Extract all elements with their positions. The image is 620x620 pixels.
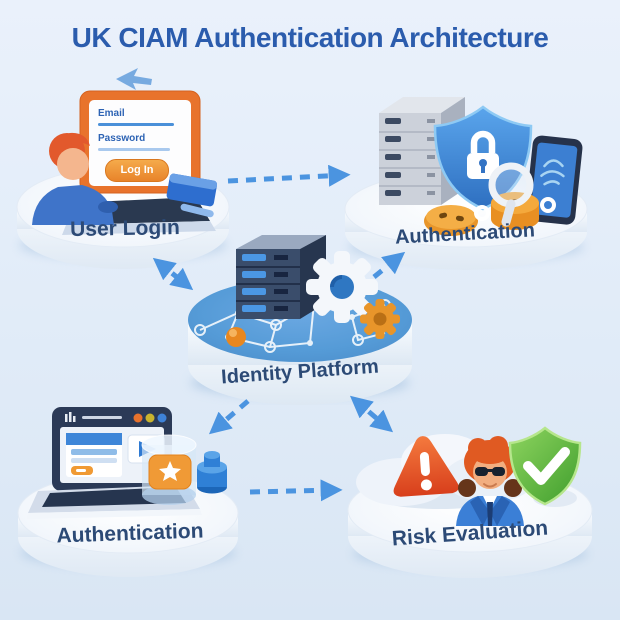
edge-authentication-bottom-to-risk-evaluation bbox=[249, 479, 343, 502]
node-identity-platform: Identity Platform bbox=[180, 225, 420, 405]
warning-triangle-icon bbox=[393, 436, 459, 497]
glass-star-badge-icon bbox=[141, 434, 197, 505]
server-stack-icon bbox=[236, 235, 326, 319]
node-authentication-bottom: Authentication bbox=[10, 395, 250, 580]
pen-icon bbox=[180, 203, 214, 218]
email-label: Email bbox=[98, 108, 125, 119]
shield-check-icon bbox=[508, 426, 582, 506]
browser-menu-icon bbox=[65, 412, 76, 422]
authentication-top-illustration bbox=[344, 97, 588, 270]
risk-evaluation-illustration bbox=[347, 426, 593, 578]
node-user-login: Email Password Log In User Login bbox=[10, 85, 240, 270]
node-authentication-top: Authentication bbox=[335, 85, 595, 270]
node-risk-evaluation: Risk Evaluation bbox=[340, 390, 600, 580]
password-label: Password bbox=[98, 133, 146, 144]
coin-button-icon bbox=[424, 205, 478, 236]
authentication-bottom-illustration bbox=[17, 407, 239, 577]
folder-icon bbox=[166, 173, 218, 207]
log-in-button: Log In bbox=[105, 159, 169, 182]
email-input-line bbox=[98, 123, 174, 126]
analyst-person-icon bbox=[456, 436, 524, 526]
page-title: UK CIAM Authentication Architecture bbox=[71, 22, 549, 53]
person-icon bbox=[32, 132, 118, 225]
mobile-device-icon bbox=[525, 135, 583, 225]
edge-user-login-to-authentication bbox=[227, 164, 351, 187]
orange-node-icon bbox=[226, 327, 246, 347]
shield-lock-icon bbox=[433, 105, 533, 211]
password-input-line bbox=[98, 148, 170, 151]
gear-white-icon bbox=[306, 251, 378, 323]
database-cylinder-icon bbox=[197, 451, 227, 494]
magnifier-icon bbox=[488, 162, 534, 227]
identity-platform-illustration bbox=[188, 235, 412, 405]
gear-orange-icon bbox=[360, 299, 400, 339]
